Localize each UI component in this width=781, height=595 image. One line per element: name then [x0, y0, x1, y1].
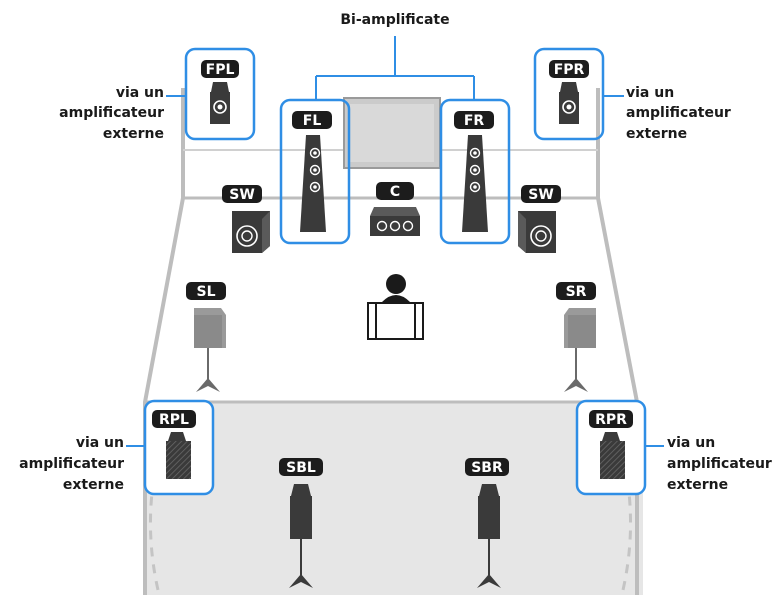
speaker-label-sbr: SBR: [471, 460, 503, 476]
speaker-label-c: C: [390, 184, 400, 200]
note-rpl-line2: amplificateur: [19, 456, 124, 472]
speaker-label-sr: SR: [566, 284, 587, 300]
speaker-c: C: [370, 182, 420, 236]
note-rpl-line1: via un: [76, 435, 124, 451]
note-rpl-line3: externe: [63, 477, 124, 493]
note-fpr-line1: via un: [626, 85, 674, 101]
note-fpr-line3: externe: [626, 126, 687, 142]
highlight-box: [279, 98, 351, 245]
speaker-sbr: SBR: [465, 458, 509, 588]
speaker-sbl: SBL: [279, 458, 323, 588]
speaker-fpr: FPR: [533, 47, 605, 141]
speaker-fr: FR: [439, 98, 511, 245]
speaker-label-fpr: FPR: [554, 62, 585, 78]
speaker-label-sw-left: SW: [229, 187, 255, 203]
listener-icon: [367, 274, 424, 340]
note-rpr-line1: via un: [667, 435, 715, 451]
speaker-fpl: FPL: [184, 47, 256, 141]
speaker-label-sw-right: SW: [528, 187, 554, 203]
note-fpl-line3: externe: [103, 126, 164, 142]
speaker-sl: SL: [186, 282, 226, 392]
speaker-fl: FL: [279, 98, 351, 245]
speaker-label-fr: FR: [464, 113, 485, 129]
note-fpr-line2: amplificateur: [626, 105, 731, 121]
note-fpl-line2: amplificateur: [59, 105, 164, 121]
note-fpl-line1: via un: [116, 85, 164, 101]
tv-screen: [343, 97, 441, 169]
speaker-label-fpl: FPL: [206, 62, 235, 78]
highlight-box: [439, 98, 511, 245]
speaker-sw-right: SW: [518, 185, 561, 253]
note-rpr-line2: amplificateur: [667, 456, 772, 472]
speaker-label-rpl: RPL: [159, 412, 189, 428]
speaker-sr: SR: [556, 282, 596, 392]
speaker-label-fl: FL: [303, 113, 322, 129]
rear-floor-area: [147, 402, 643, 595]
speaker-label-sl: SL: [196, 284, 215, 300]
bi-amp-connector: Bi-amplificate: [315, 12, 475, 100]
speaker-sw-left: SW: [222, 185, 270, 253]
speaker-rpr: RPR: [575, 399, 647, 496]
speaker-rpl: RPL: [143, 399, 215, 496]
speaker-label-rpr: RPR: [595, 412, 627, 428]
bi-amp-title: Bi-amplificate: [340, 12, 449, 28]
speaker-label-sbl: SBL: [286, 460, 316, 476]
highlight-box: [184, 47, 256, 141]
note-rpr-line3: externe: [667, 477, 728, 493]
highlight-box: [533, 47, 605, 141]
